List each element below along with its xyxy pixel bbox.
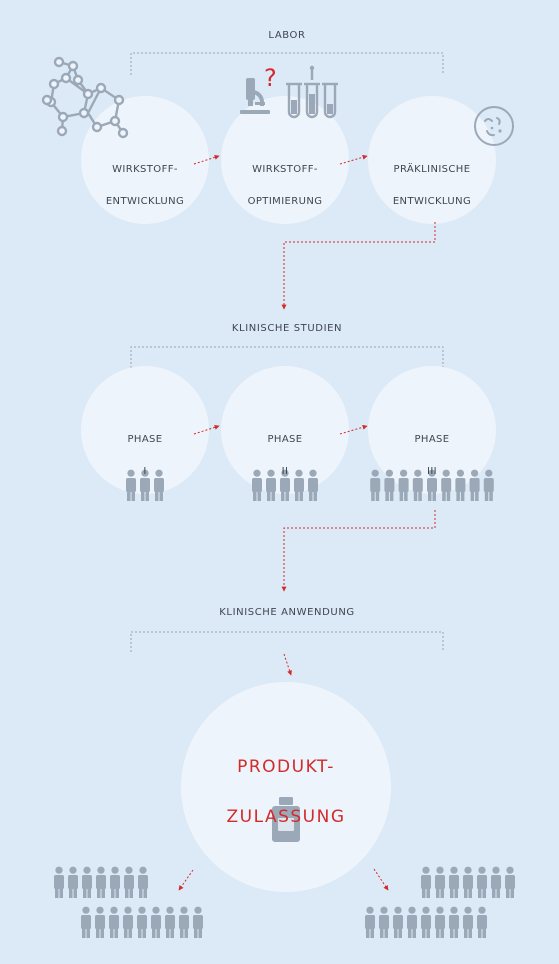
produkt-zulassung-label: PRODUKT- ZULASSUNG	[186, 730, 386, 855]
question-mark-icon: ?	[264, 64, 277, 92]
circle-wirkstoff-entwicklung	[81, 96, 209, 224]
arrow-labor-to-studien	[281, 222, 436, 310]
person-icon	[137, 906, 147, 938]
section-title-klinische-studien: KLINISCHE STUDIEN	[231, 323, 343, 334]
person-icon	[477, 906, 487, 938]
circle-phase-1	[81, 366, 209, 494]
person-icon	[95, 906, 105, 938]
step-label-line2: ENTWICKLUNG	[105, 196, 185, 207]
arrow-entwicklung-to-optimierung	[193, 154, 220, 165]
step-label-line1: WIRKSTOFF-	[112, 164, 178, 175]
phase-label-line2: II	[281, 466, 289, 477]
step-label-line1: PRÄKLINISCHE	[393, 164, 471, 175]
arrow-optimierung-to-praeklinisch	[339, 154, 368, 165]
person-icon	[109, 906, 119, 938]
approval-line2: ZULASSUNG	[226, 807, 346, 827]
step-label-line2: OPTIMIERUNG	[247, 196, 323, 207]
person-icon	[68, 866, 78, 898]
phase-label-line2: III	[426, 466, 438, 477]
person-icon	[123, 906, 133, 938]
phase-label-line2: I	[143, 466, 147, 477]
person-icon	[110, 866, 120, 898]
person-icon	[179, 906, 189, 938]
person-icon	[96, 866, 106, 898]
person-icon	[81, 906, 91, 938]
arrow-zulassung-to-right-group	[373, 868, 389, 891]
arrow-phase1-to-phase2	[193, 424, 220, 435]
person-icon	[435, 866, 445, 898]
left-population-group	[54, 866, 203, 938]
section-title-labor: LABOR	[268, 30, 306, 41]
step-label-line2: ENTWICKLUNG	[392, 196, 472, 207]
approval-line1: PRODUKT-	[237, 757, 335, 777]
person-icon	[54, 866, 64, 898]
arrow-into-zulassung	[283, 653, 292, 676]
person-icon	[435, 906, 445, 938]
person-icon	[365, 906, 375, 938]
step-label-praeklinische-entwicklung: PRÄKLINISCHE ENTWICKLUNG	[372, 146, 492, 226]
person-icon	[165, 906, 175, 938]
medicine-bottle-icon	[272, 797, 300, 842]
arrow-zulassung-to-left-group	[178, 869, 194, 891]
phase-label-line1: PHASE	[414, 434, 450, 445]
person-icon	[193, 906, 203, 938]
step-label-line1: WIRKSTOFF-	[252, 164, 318, 175]
circle-praeklinische-entwicklung	[368, 96, 496, 224]
person-icon	[491, 866, 501, 898]
anwendung-bracket	[130, 631, 444, 652]
person-icon	[124, 866, 134, 898]
person-icon	[421, 906, 431, 938]
person-icon	[463, 906, 473, 938]
person-icon	[477, 866, 487, 898]
studien-bracket	[130, 346, 444, 368]
person-icon	[463, 866, 473, 898]
circle-phase-3	[368, 366, 496, 494]
right-population-group	[365, 866, 515, 938]
step-label-wirkstoff-entwicklung: WIRKSTOFF- ENTWICKLUNG	[85, 146, 205, 226]
molecule-icon	[41, 56, 129, 139]
arrow-phase2-to-phase3	[339, 424, 368, 435]
petri-dish-icon	[474, 106, 514, 146]
circle-produkt-zulassung	[181, 682, 391, 892]
test-tubes-icon	[286, 65, 338, 119]
phase-label-line1: PHASE	[267, 434, 303, 445]
phase-label-2: PHASE II	[225, 416, 345, 496]
labor-bracket	[130, 52, 444, 75]
person-icon	[407, 906, 417, 938]
arrow-studien-to-anwendung	[281, 510, 436, 592]
person-icon	[449, 866, 459, 898]
person-icon	[505, 866, 515, 898]
phase-label-3: PHASE III	[372, 416, 492, 496]
phase-label-1: PHASE I	[85, 416, 205, 496]
person-icon	[138, 866, 148, 898]
circle-phase-2	[221, 366, 349, 494]
circle-wirkstoff-optimierung	[221, 96, 349, 224]
person-icon	[449, 906, 459, 938]
phase-label-line1: PHASE	[127, 434, 163, 445]
step-label-wirkstoff-optimierung: WIRKSTOFF- OPTIMIERUNG	[225, 146, 345, 226]
person-icon	[421, 866, 431, 898]
person-icon	[82, 866, 92, 898]
person-icon	[151, 906, 161, 938]
person-icon	[379, 906, 389, 938]
microscope-icon	[240, 78, 270, 114]
section-title-klinische-anwendung: KLINISCHE ANWENDUNG	[219, 607, 355, 618]
person-icon	[393, 906, 403, 938]
